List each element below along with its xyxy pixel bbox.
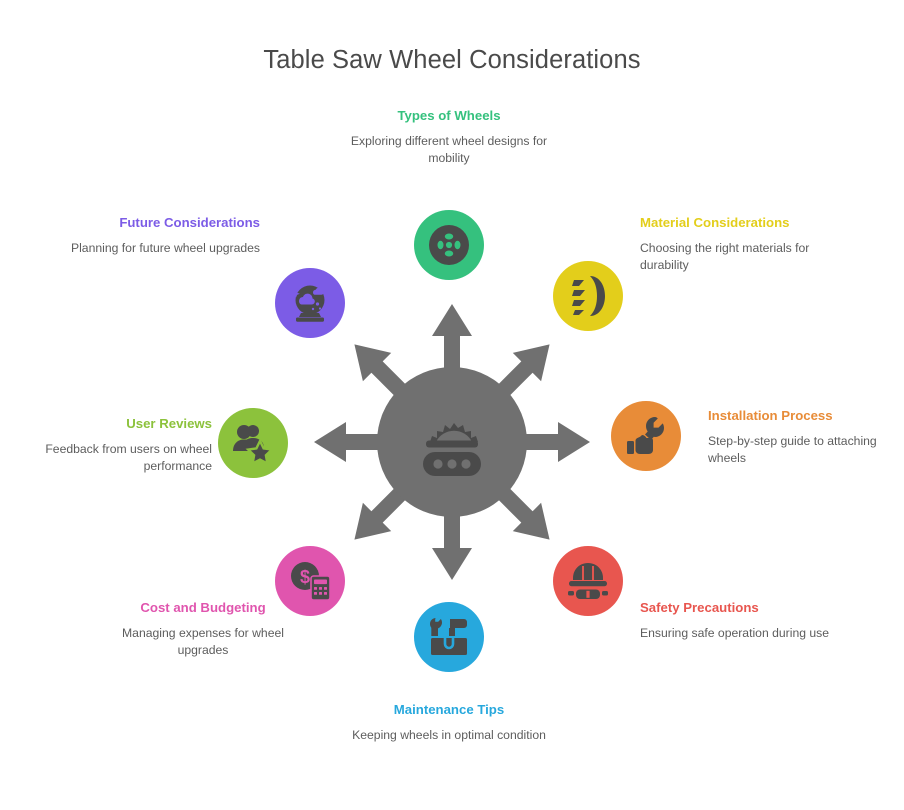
label-safety-precautions: Safety Precautions	[640, 600, 759, 615]
svg-text:$: $	[300, 567, 310, 587]
desc-types-of-wheels: Exploring different wheel designs for mo…	[350, 134, 548, 165]
text-types-of-wheels: Types of Wheels Exploring different whee…	[349, 108, 549, 166]
label-material-considerations: Material Considerations	[640, 215, 790, 230]
label-future-considerations: Future Considerations	[119, 215, 260, 230]
text-material-considerations: Material Considerations Choosing the rig…	[640, 215, 840, 273]
node-circle-maintenance-tips[interactable]	[414, 602, 484, 672]
label-types-of-wheels: Types of Wheels	[397, 108, 501, 123]
node-circle-future-considerations[interactable]	[275, 268, 345, 338]
desc-safety-precautions: Ensuring safe operation during use	[640, 626, 830, 640]
desc-maintenance-tips: Keeping wheels in optimal condition	[352, 728, 546, 742]
page-title: Table Saw Wheel Considerations	[263, 46, 641, 74]
node-circle-types-of-wheels[interactable]	[414, 210, 484, 280]
desc-future-considerations: Planning for future wheel upgrades	[70, 241, 260, 255]
node-circle-cost-and-budgeting[interactable]: $	[275, 546, 345, 616]
node-circle-installation-process[interactable]	[611, 401, 681, 471]
crystal-ball-icon	[292, 285, 325, 322]
desc-installation-process: Step-by-step guide to attaching wheels	[708, 434, 877, 465]
text-future-considerations: Future Considerations Planning for futur…	[60, 215, 260, 257]
text-maintenance-tips: Maintenance Tips Keeping wheels in optim…	[349, 702, 549, 744]
text-cost-and-budgeting: Cost and Budgeting Managing expenses for…	[103, 600, 303, 658]
text-installation-process: Installation Process Step-by-step guide …	[708, 408, 904, 466]
node-circle-material-considerations[interactable]	[553, 261, 623, 331]
users-star-icon	[233, 425, 274, 463]
label-cost-and-budgeting: Cost and Budgeting	[140, 600, 266, 615]
label-maintenance-tips: Maintenance Tips	[393, 702, 505, 717]
table-saw-icon	[423, 423, 481, 476]
desc-user-reviews: Feedback from users on wheel performance	[45, 442, 212, 473]
label-user-reviews: User Reviews	[126, 416, 212, 431]
hand-wrench-icon	[627, 417, 664, 454]
safety-helmet-icon	[568, 563, 608, 599]
label-installation-process: Installation Process	[708, 408, 833, 423]
text-safety-precautions: Safety Precautions Ensuring safe operati…	[640, 600, 840, 642]
toolbox-icon	[430, 618, 467, 655]
desc-material-considerations: Choosing the right materials for durabil…	[640, 241, 810, 272]
text-user-reviews: User Reviews Feedback from users on whee…	[12, 416, 212, 474]
node-circle-user-reviews[interactable]	[218, 408, 288, 478]
node-circle-safety-precautions[interactable]	[553, 546, 623, 616]
tire-tread-icon	[572, 276, 605, 316]
wheel-icon	[429, 225, 469, 265]
money-calculator-icon: $	[291, 562, 331, 601]
desc-cost-and-budgeting: Managing expenses for wheel upgrades	[122, 626, 284, 657]
